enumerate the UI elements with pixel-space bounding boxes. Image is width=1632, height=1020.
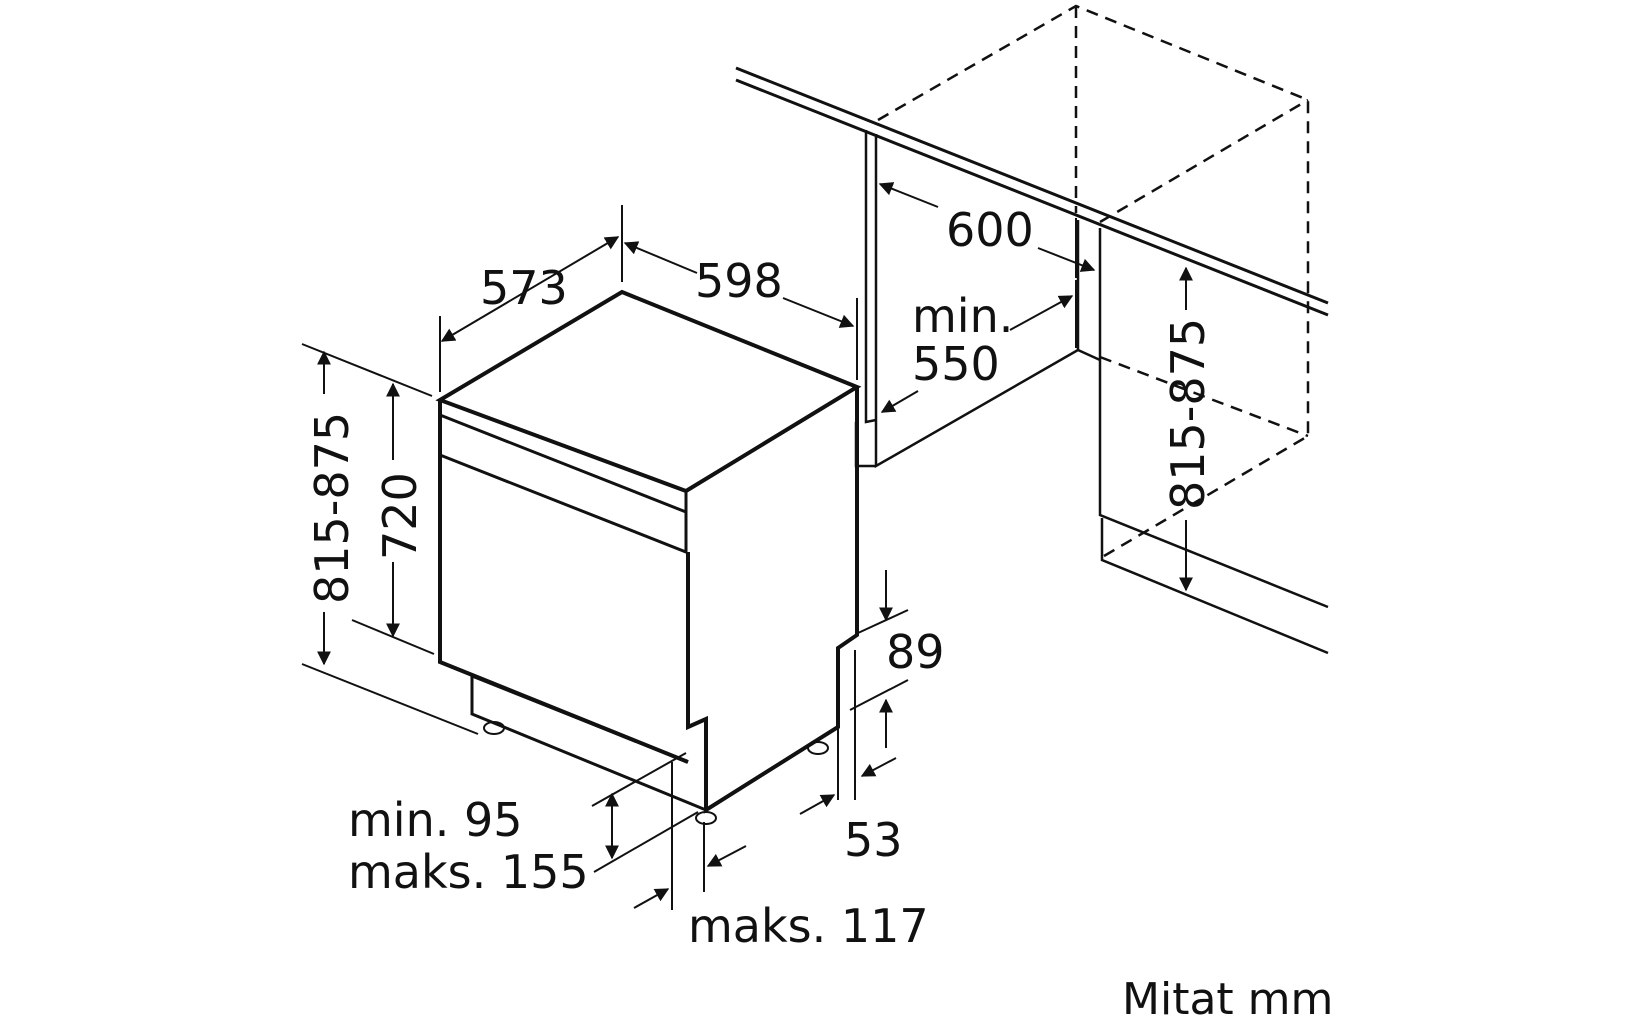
foot-back-right [807, 741, 829, 755]
label-598: 598 [695, 254, 783, 308]
label-815-875-left: 815-875 [305, 412, 359, 604]
unit-label: Mitat mm [1122, 974, 1333, 1020]
label-53: 53 [844, 813, 903, 867]
foot-front-left [483, 721, 505, 735]
label-815-875-right: 815-875 [1161, 318, 1215, 510]
label-maks-117: maks. 117 [688, 899, 929, 953]
label-89: 89 [886, 625, 945, 679]
label-maks-155: maks. 155 [348, 845, 589, 899]
dimension-labels: 573 598 600 min. 550 815-875 720 89 53 m… [305, 203, 1333, 1020]
label-min: min. [912, 289, 1013, 343]
foot-front-right [695, 811, 717, 825]
label-720: 720 [373, 472, 427, 560]
label-573: 573 [480, 261, 568, 315]
label-min-95: min. 95 [348, 793, 523, 847]
label-550: 550 [912, 337, 1000, 391]
dishwasher-body [435, 289, 862, 825]
installation-niche [735, 4, 1329, 655]
label-600: 600 [946, 203, 1034, 257]
dimension-lines [301, 182, 1193, 910]
